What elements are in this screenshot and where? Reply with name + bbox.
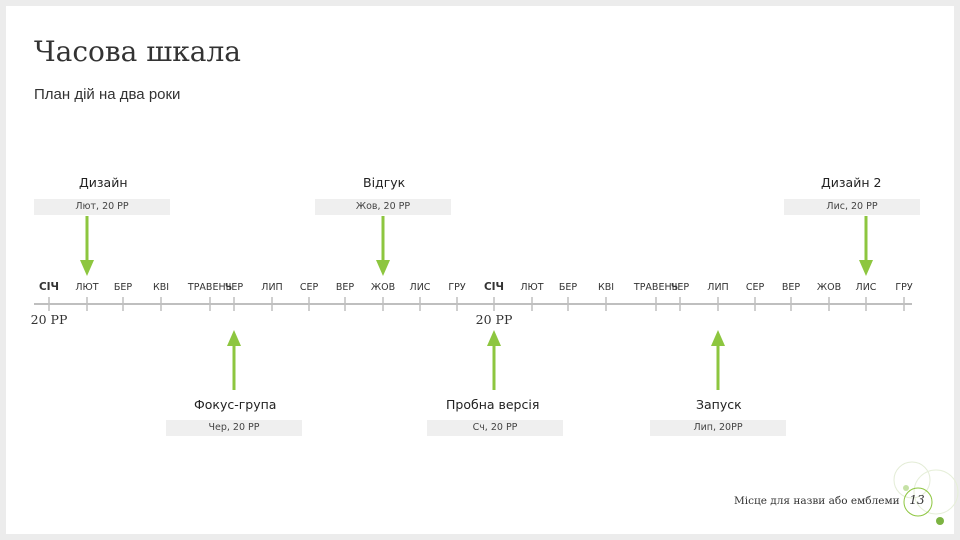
arrow-launch [711, 330, 725, 390]
month-label: ЛИП [707, 282, 729, 293]
slide-subtitle: План дій на два роки [34, 86, 181, 103]
arrow-design [80, 216, 94, 276]
event-design-label: Дизайн [79, 175, 128, 190]
month-label: ЧЕР [670, 282, 690, 293]
month-label: БЕР [113, 282, 133, 293]
event-launch-label: Запуск [696, 397, 742, 412]
year-label-1: 20 РР [30, 312, 68, 327]
event-beta-label: Пробна версія [446, 397, 540, 412]
event-feedback-date: Жов, 20 РР [315, 199, 451, 215]
event-design2-label: Дизайн 2 [821, 175, 882, 190]
event-feedback-label: Відгук [363, 175, 406, 190]
month-label: ТРАВЕНЬ [187, 282, 233, 293]
event-focus-group-label: Фокус-група [194, 397, 277, 412]
month-label: ЛИС [855, 282, 877, 293]
arrow-beta [487, 330, 501, 390]
month-label: ЛИС [409, 282, 431, 293]
month-label: СІЧ [38, 281, 60, 293]
month-label: ГРУ [895, 282, 913, 293]
decorative-circles [893, 461, 959, 525]
page-number: 13 [909, 493, 925, 507]
month-label: ЖОВ [816, 282, 842, 293]
month-label: КВІ [597, 282, 615, 293]
arrow-feedback [376, 216, 390, 276]
slide-title: Часова шкала [34, 35, 241, 68]
month-label: БЕР [558, 282, 578, 293]
arrow-design2 [859, 216, 873, 276]
slide [6, 6, 954, 534]
month-label: КВІ [152, 282, 170, 293]
arrow-focus-group [227, 330, 241, 390]
event-launch-date: Лип, 20РР [650, 420, 786, 436]
month-label: СЕР [299, 282, 319, 293]
year-label-2: 20 РР [475, 312, 513, 327]
month-label: ЛЮТ [75, 282, 99, 293]
event-design2-date: Лис, 20 РР [784, 199, 920, 215]
footer-placeholder: Місце для назви або емблеми [734, 495, 900, 507]
month-label: ЛИП [261, 282, 283, 293]
month-label: ВЕР [781, 282, 801, 293]
event-design-date: Лют, 20 РР [34, 199, 170, 215]
event-focus-group-date: Чер, 20 РР [166, 420, 302, 436]
month-label: СІЧ [483, 281, 505, 293]
event-beta-date: Сч, 20 РР [427, 420, 563, 436]
month-label: ЖОВ [370, 282, 396, 293]
month-label: СЕР [745, 282, 765, 293]
month-label: ГРУ [448, 282, 466, 293]
month-label: ЧЕР [224, 282, 244, 293]
timeline-ticks [48, 297, 905, 311]
month-label: ТРАВЕНЬ [633, 282, 679, 293]
month-label: ЛЮТ [520, 282, 544, 293]
month-label: ВЕР [335, 282, 355, 293]
